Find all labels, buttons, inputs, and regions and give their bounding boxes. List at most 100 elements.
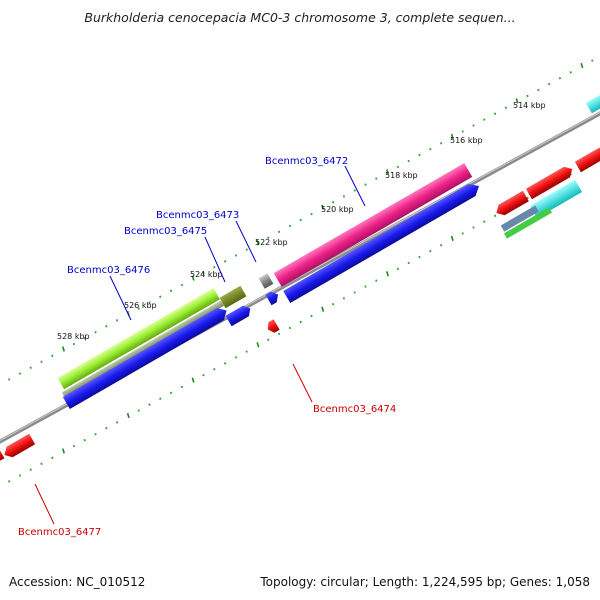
ruler-major-tick: [256, 240, 260, 246]
ruler-minor-tick: [115, 421, 119, 424]
ruler-minor-tick: [180, 283, 184, 287]
gene-label-6477: Bcenmc03_6477: [18, 527, 101, 538]
tick-labels: 514 kbp 516 kbp 518 kbp 520 kbp 522 kbp …: [57, 101, 546, 341]
ruler-major-tick: [191, 377, 195, 383]
ruler-minor-tick: [148, 403, 151, 406]
ruler-minor-tick: [40, 360, 43, 363]
gene-label-6472: Bcenmc03_6472: [265, 156, 348, 167]
ruler-minor-tick: [310, 314, 313, 318]
feature-cyan-top: [585, 87, 600, 114]
ruler-minor-tick: [148, 301, 151, 304]
ruler-minor-tick: [364, 285, 367, 288]
ruler-minor-tick: [591, 59, 594, 62]
gene-label-6475: Bcenmc03_6475: [124, 226, 207, 237]
ruler-minor-tick: [18, 474, 22, 477]
ruler-minor-tick: [526, 94, 529, 98]
feature-6475-olive: [219, 285, 247, 309]
ruler-minor-tick: [537, 88, 540, 92]
tick-label: 520 kbp: [321, 205, 354, 214]
ruler-minor-tick: [353, 189, 356, 192]
ruler-minor-tick: [105, 325, 108, 328]
leader-line-6475: [204, 236, 226, 283]
ruler-minor-tick: [277, 332, 281, 336]
ruler-major-tick: [580, 62, 584, 69]
feature-red-right-3: [496, 190, 529, 216]
ruler-minor-tick: [202, 373, 205, 377]
ruler-minor-tick: [310, 212, 313, 216]
ruler-minor-tick: [18, 372, 22, 375]
ruler-minor-tick: [558, 77, 562, 80]
feature-6472-blue: [283, 183, 479, 304]
ruler-minor-tick: [94, 331, 97, 334]
feature-6476-lime: [57, 287, 220, 390]
ruler-minor-tick: [483, 118, 486, 121]
ruler-minor-tick: [493, 112, 497, 115]
ruler-minor-tick: [472, 124, 475, 127]
feature-green-right: [503, 207, 553, 239]
ruler-minor-tick: [245, 350, 248, 353]
tick-label: 514 kbp: [513, 101, 546, 110]
ruler-minor-tick: [439, 142, 443, 145]
feature-6473-blue: [265, 291, 279, 306]
ruler-minor-tick: [202, 271, 205, 275]
feature-red-edge: [0, 447, 5, 464]
leader-line-6472: [344, 165, 366, 207]
tick-label: 516 kbp: [450, 136, 483, 145]
ruler-minor-tick: [51, 456, 54, 460]
tick-label: 518 kbp: [385, 171, 418, 180]
ruler-minor-tick: [245, 248, 248, 251]
feature-6474-red: [267, 319, 280, 333]
ruler-minor-tick: [396, 165, 400, 169]
ruler-minor-tick: [234, 356, 238, 359]
ruler-minor-tick: [137, 307, 140, 310]
tick-label: 524 kbp: [190, 270, 223, 279]
ruler-minor-tick: [267, 236, 270, 239]
ruler-minor-tick: [331, 303, 335, 306]
ruler-minor-tick: [72, 342, 76, 346]
ruler-minor-tick: [429, 147, 432, 151]
ruler-minor-tick: [461, 130, 464, 133]
ruler-minor-tick: [375, 279, 378, 282]
ruler-major-tick: [62, 448, 65, 454]
ruler-minor-tick: [180, 385, 184, 389]
tick-label: 526 kbp: [124, 301, 157, 310]
ruler-major-tick: [386, 169, 389, 175]
ruler-minor-tick: [547, 82, 551, 86]
gene-label-6474: Bcenmc03_6474: [313, 404, 396, 415]
feature-6472-pink: [273, 163, 473, 287]
ruler-minor-tick: [342, 195, 346, 198]
gene-label-6473: Bcenmc03_6473: [156, 210, 239, 221]
ruler-minor-tick: [234, 254, 238, 257]
summary-text: Topology: circular; Length: 1,224,595 bp…: [259, 575, 590, 589]
ruler-minor-tick: [493, 214, 497, 217]
ruler-major-tick: [321, 204, 325, 210]
ruler-minor-tick: [461, 232, 464, 235]
ruler-minor-tick: [83, 336, 86, 340]
leader-line-6476: [109, 275, 132, 321]
ruler-minor-tick: [407, 159, 410, 163]
ruler-minor-tick: [223, 362, 227, 365]
ruler-minor-tick: [40, 462, 43, 465]
ruler-minor-tick: [223, 260, 227, 263]
leader-line-6474: [292, 363, 313, 403]
ruler-minor-tick: [7, 378, 11, 381]
feature-steel-right: [500, 205, 539, 232]
ruler-minor-tick: [213, 368, 216, 371]
ruler-minor-tick: [526, 196, 529, 200]
map-title: Burkholderia cenocepacia MC0-3 chromosom…: [84, 10, 515, 25]
ruler-minor-tick: [342, 297, 346, 300]
gene-labels: Bcenmc03_6472 Bcenmc03_6473 Bcenmc03_647…: [18, 156, 396, 538]
ruler-minor-tick: [105, 427, 108, 430]
ruler-minor-tick: [83, 438, 86, 442]
feature-cyan-right: [529, 179, 583, 219]
ruler-minor-tick: [418, 153, 421, 157]
ruler-minor-tick: [472, 226, 475, 229]
ruler-minor-tick: [159, 397, 162, 400]
ruler-major-tick: [191, 275, 195, 281]
ruler-major-tick: [515, 98, 519, 104]
ruler-minor-tick: [504, 106, 508, 110]
ruler-minor-tick: [169, 391, 173, 395]
ruler-minor-tick: [29, 366, 32, 369]
ruler-minor-tick: [569, 71, 572, 74]
ruler-minor-tick: [288, 224, 292, 228]
